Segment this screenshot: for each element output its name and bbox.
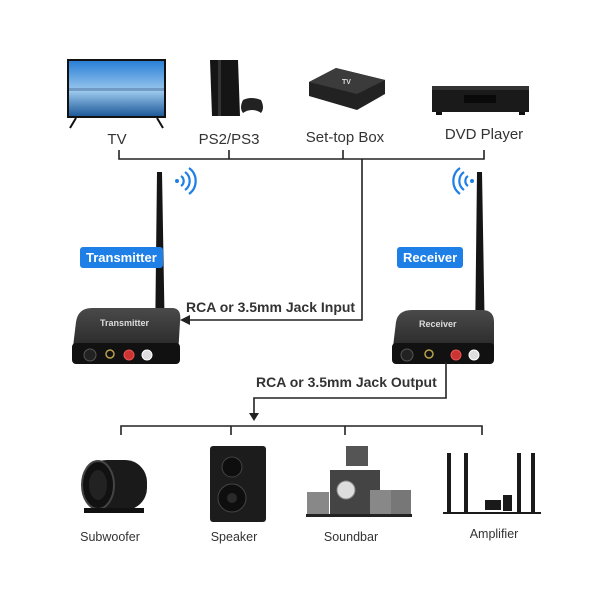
receiver-device-text: Receiver (419, 319, 457, 329)
speaker-icon (210, 446, 266, 522)
wifi-transmit-icon (175, 167, 197, 195)
receiver-device (392, 172, 494, 364)
source-label-dvd: DVD Player (444, 126, 524, 143)
output-label-speaker: Speaker (210, 530, 258, 544)
source-label-tv: TV (107, 131, 127, 148)
svg-text:TV: TV (342, 79, 351, 86)
output-label-soundbar: Soundbar (323, 530, 379, 544)
amplifier-icon (443, 453, 541, 514)
soundbar-icon (306, 446, 412, 517)
output-label-subwoofer: Subwoofer (80, 530, 140, 544)
input-connection-label: RCA or 3.5mm Jack Input (186, 299, 356, 315)
dvd-player-icon (432, 86, 529, 115)
source-bracket (118, 150, 485, 321)
transmitter-badge: Transmitter (80, 247, 163, 268)
wifi-receive-icon (452, 167, 474, 195)
transmitter-device-text: Transmitter (100, 318, 150, 328)
output-bracket (120, 425, 483, 435)
source-label-ps: PS2/PS3 (198, 131, 260, 148)
subwoofer-icon (81, 460, 147, 513)
output-connector (253, 362, 447, 414)
antenna-icon (475, 172, 485, 345)
source-label-stb: Set-top Box (305, 129, 385, 146)
output-connection-label: RCA or 3.5mm Jack Output (256, 374, 437, 390)
receiver-badge: Receiver (397, 247, 464, 268)
output-arrow (249, 413, 259, 421)
input-arrow (180, 315, 190, 325)
game-console-icon (210, 60, 263, 116)
transmitter-device (72, 172, 181, 364)
output-label-amplifier: Amplifier (469, 527, 519, 541)
set-top-box-icon: TV (309, 68, 385, 110)
tv-icon (67, 59, 166, 129)
